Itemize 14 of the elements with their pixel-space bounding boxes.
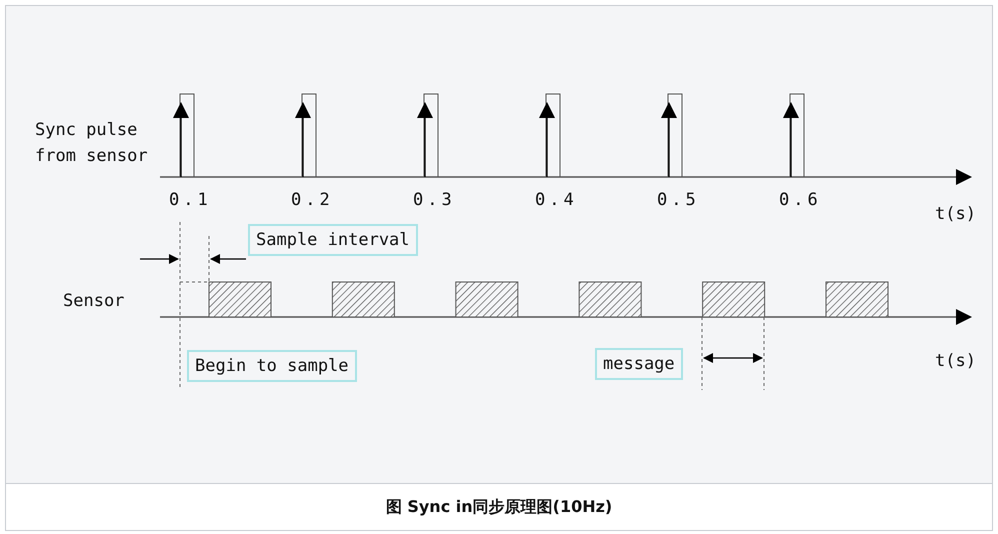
- figure-caption: 图 Sync in同步原理图(10Hz): [384, 496, 614, 518]
- axis-label: Sensor: [63, 290, 124, 312]
- tick-label: 0.4: [535, 189, 578, 211]
- axis-unit-label: t(s): [935, 350, 976, 372]
- tick-label: 0.3: [413, 189, 456, 211]
- tick-label: 0.5: [657, 189, 700, 211]
- tick-label: 0.1: [169, 189, 212, 211]
- callout-label: Sample interval: [248, 224, 418, 256]
- callout-label: message: [595, 348, 683, 380]
- tick-label: 0.6: [779, 189, 822, 211]
- callout-label: Begin to sample: [187, 350, 357, 382]
- axis-label: Sync pulse from sensor: [35, 119, 149, 168]
- axis-unit-label: t(s): [935, 203, 976, 225]
- tick-label: 0.2: [291, 189, 334, 211]
